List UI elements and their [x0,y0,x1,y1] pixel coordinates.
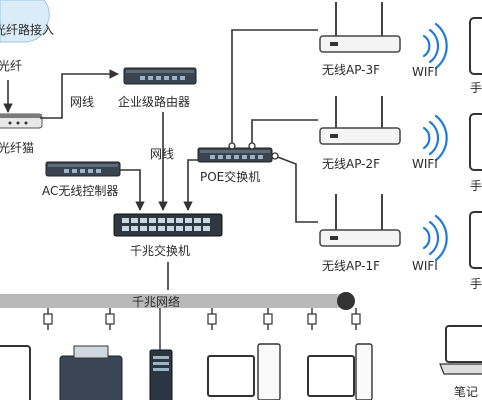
fiber-access-label: 光纤路接入 [0,22,54,37]
server-tower-icon [149,349,173,400]
desktop-pc-icon-1 [207,343,281,400]
gigabit-network-bus [0,292,355,310]
laptop-label: 笔记 [454,384,478,399]
cable-label-1: 网线 [70,95,94,109]
wifi-icon-3f [422,22,448,70]
wifi-icon-2f [422,114,448,162]
gigabit-switch-device [113,213,223,237]
poe-switch-device [197,147,273,163]
ac-controller-label: AC无线控制器 [42,184,118,198]
enterprise-router-label: 企业级路由器 [118,94,190,109]
ap-3f-device [319,2,401,53]
wifi-label-2f: WIFI [412,157,438,171]
enterprise-router-device [123,67,197,85]
phone-label-2f: 手 [470,179,482,193]
monitor-icon-left [0,345,31,400]
phone-icon-3f [469,17,482,75]
wifi-icon-1f [422,214,448,262]
modem-to-router-link [40,69,119,119]
fiber-label: 光纤 [0,59,22,73]
poe-to-ap-links [231,29,318,223]
ap-2f-label: 无线AP-2F [322,157,380,171]
ac-to-switch-link [120,169,145,211]
laptop-icon [439,325,482,375]
modem-label: 光纤猫 [0,141,34,155]
wifi-label-1f: WIFI [412,259,438,273]
bus-drop-plugs [43,313,361,325]
wifi-label-3f: WIFI [412,65,438,79]
cable-label-2: 网线 [150,147,174,161]
ap-1f-device [319,194,401,247]
poe-switch-label: POE交换机 [200,169,260,184]
gigabit-network-label: 千兆网络 [132,294,180,309]
phone-label-1f: 手 [470,277,482,291]
fiber-access-cloud [0,0,50,43]
ap-3f-label: 无线AP-3F [322,63,380,77]
phone-icon-2f [469,113,482,171]
ap-2f-device [319,96,401,145]
printer-icon [59,345,123,400]
modem-device [0,113,43,129]
desktop-pc-icon-2 [307,343,373,400]
ap-1f-label: 无线AP-1F [322,259,380,273]
ac-controller-device [45,161,121,177]
poe-to-switch-link [183,159,198,211]
gigabit-switch-label: 千兆交换机 [130,243,190,258]
phone-label-3f: 手 [470,81,482,95]
phone-icon-1f [469,211,482,269]
